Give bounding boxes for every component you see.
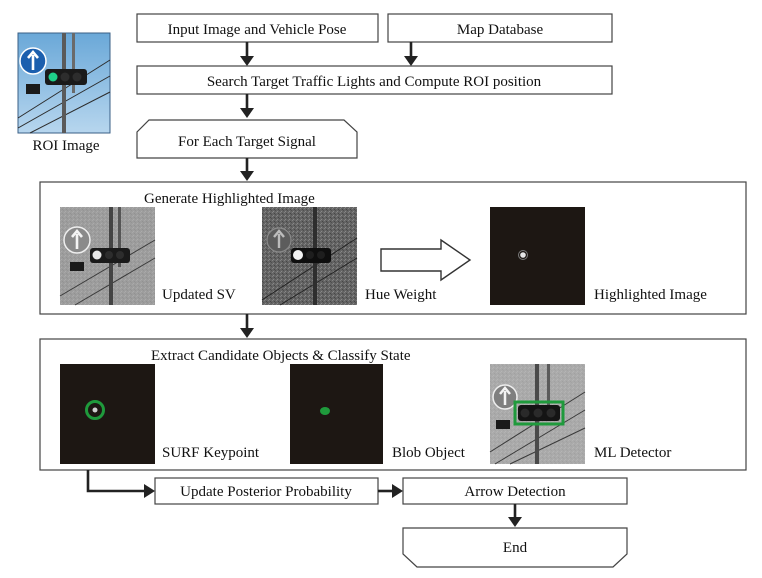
update-posterior-label: Update Posterior Probability	[180, 484, 352, 500]
hue-weight-label: Hue Weight	[365, 287, 437, 303]
arrow-loop-to-highlight	[240, 158, 254, 181]
search-target-label: Search Target Traffic Lights and Compute…	[207, 74, 542, 90]
arrow-arrowdet-to-end	[508, 504, 522, 527]
highlight-panel: Generate Highlighted Image Updated SV	[39, 181, 747, 315]
hue-weight-image	[261, 207, 358, 306]
update-posterior-box: Update Posterior Probability	[154, 477, 379, 505]
search-target-box: Search Target Traffic Lights and Compute…	[136, 65, 613, 95]
map-database-box: Map Database	[387, 13, 613, 43]
hollow-arrow-icon	[380, 238, 472, 282]
roi-image-label: ROI Image	[32, 138, 99, 154]
blob-object-image	[290, 364, 383, 464]
surf-keypoint-label: SURF Keypoint	[162, 445, 260, 461]
input-image-pose-box: Input Image and Vehicle Pose	[136, 13, 379, 43]
blob-object-label: Blob Object	[392, 445, 466, 461]
extract-panel-title: Extract Candidate Objects & Classify Sta…	[151, 348, 411, 364]
arrow-search-to-loop	[240, 94, 254, 118]
roi-image	[17, 32, 111, 134]
end-box: End	[402, 527, 628, 568]
updated-sv-image	[59, 207, 156, 306]
for-each-signal-box: For Each Target Signal	[136, 119, 358, 159]
arrow-map-to-search	[404, 42, 418, 66]
extract-panel: Extract Candidate Objects & Classify Sta…	[39, 338, 747, 471]
arrow-highlight-to-extract	[240, 314, 254, 338]
arrow-update-to-arrowdet	[378, 484, 403, 498]
arrow-detection-box: Arrow Detection	[402, 477, 628, 505]
ml-detector-label: ML Detector	[594, 445, 671, 461]
updated-sv-label: Updated SV	[162, 287, 236, 303]
for-each-signal-label: For Each Target Signal	[178, 134, 316, 150]
highlighted-image-label: Highlighted Image	[594, 287, 707, 303]
end-label: End	[503, 540, 528, 556]
ml-detector-image	[489, 364, 586, 465]
input-image-pose-label: Input Image and Vehicle Pose	[168, 22, 347, 38]
highlight-panel-title: Generate Highlighted Image	[144, 191, 315, 207]
highlighted-image	[490, 207, 585, 305]
arrow-input-to-search	[240, 42, 254, 66]
arrow-extract-to-update	[86, 470, 155, 498]
map-database-label: Map Database	[457, 22, 544, 38]
surf-keypoint-image	[60, 364, 155, 464]
arrow-detection-label: Arrow Detection	[464, 484, 566, 500]
